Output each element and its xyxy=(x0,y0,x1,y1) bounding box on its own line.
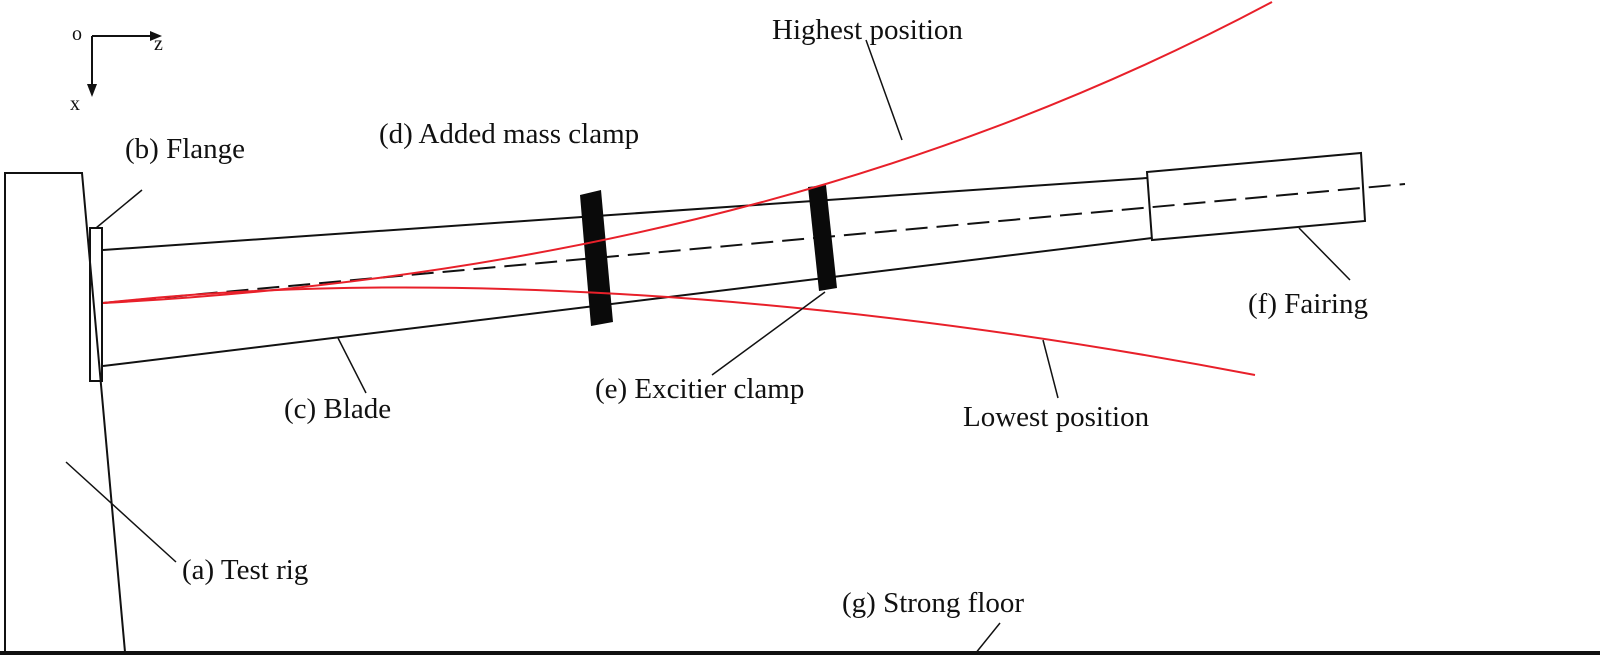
leader-flange xyxy=(95,189,143,229)
origin-label: o xyxy=(72,23,82,45)
leader-lines xyxy=(65,39,1351,655)
x-axis-label: x xyxy=(70,93,80,115)
fairing-label: (f) Fairing xyxy=(1248,288,1368,320)
highest-position-label: Highest position xyxy=(772,14,963,46)
highest-position-curve xyxy=(102,1,1273,304)
blade-centerline xyxy=(102,183,1406,304)
lowest-position-label: Lowest position xyxy=(963,401,1150,433)
test-rig xyxy=(4,172,126,653)
exciter-clamp-label: (e) Excitier clamp xyxy=(595,373,804,405)
x-axis-arrow-icon xyxy=(87,84,97,97)
flange xyxy=(89,227,103,382)
lowest-position-curve xyxy=(102,286,1256,376)
blade-label: (c) Blade xyxy=(284,393,391,425)
test-rig-label: (a) Test rig xyxy=(182,554,308,586)
leader-highest xyxy=(865,39,903,141)
blade-upper-edge xyxy=(102,177,1148,251)
strong-floor-label: (g) Strong floor xyxy=(842,587,1024,619)
leader-strong-floor xyxy=(974,622,1001,655)
flange-label: (b) Flange xyxy=(125,133,245,165)
exciter-clamp xyxy=(808,185,837,291)
leader-fairing xyxy=(1298,227,1351,281)
leader-lowest xyxy=(1042,339,1059,399)
added-mass-clamp-label: (d) Added mass clamp xyxy=(379,118,639,150)
fairing xyxy=(1145,151,1367,242)
coordinate-axes: o z x xyxy=(70,23,163,115)
blade xyxy=(102,177,1406,367)
leader-exciter xyxy=(711,291,826,376)
leader-blade xyxy=(337,337,367,394)
z-axis-label: z xyxy=(154,33,163,55)
leader-test-rig xyxy=(65,461,177,563)
blade-lower-edge xyxy=(102,237,1153,367)
z-axis-arrow-icon xyxy=(150,31,162,41)
